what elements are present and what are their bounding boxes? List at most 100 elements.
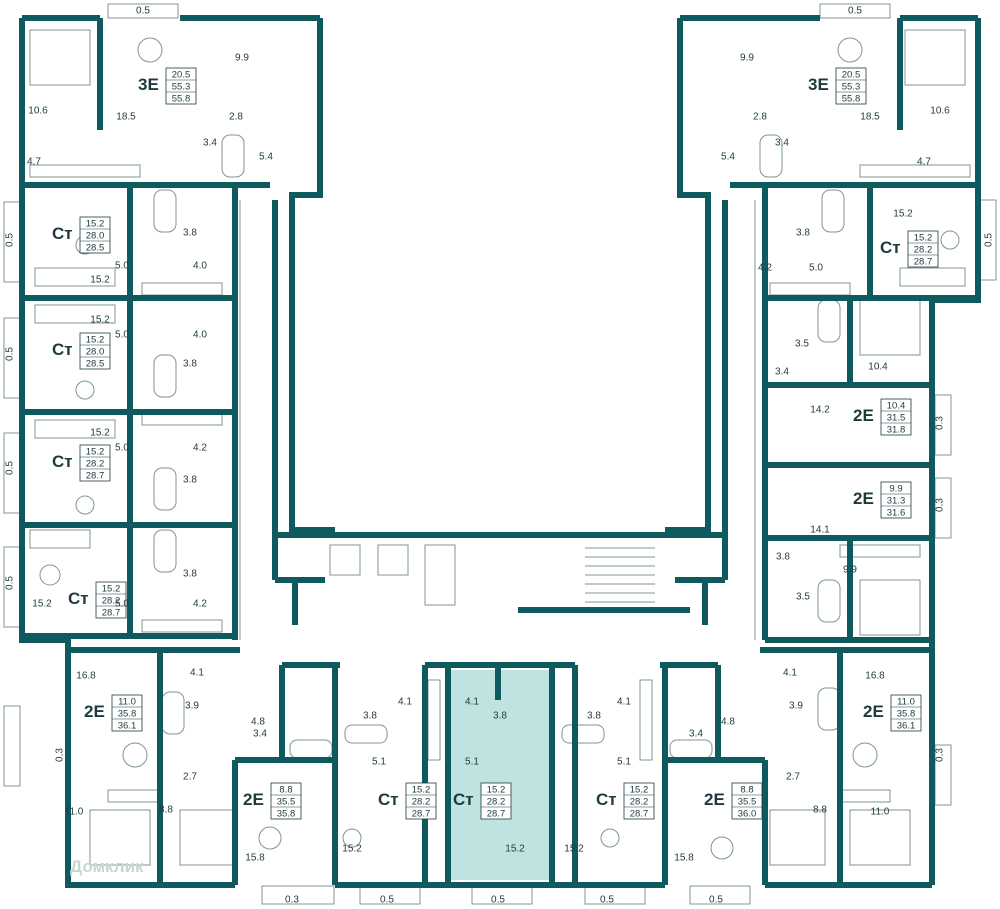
apartment-area-box: [890, 694, 922, 732]
room-area-label: 4.7: [917, 157, 931, 168]
living-area: 15.2: [86, 335, 105, 346]
room-area-label: 18.5: [860, 112, 880, 123]
room-area-label: 3.8: [363, 711, 377, 722]
room-area-label: 15.2: [90, 275, 110, 286]
room-area-label: 5.4: [721, 152, 735, 163]
walls: [19, 15, 981, 888]
room-area-label: 15.8: [674, 853, 694, 864]
room-area-label: 15.2: [90, 428, 110, 439]
total-area: 35.8: [897, 709, 916, 720]
room-area-label: 3.8: [183, 228, 197, 239]
room-area-label: 15.2: [893, 209, 913, 220]
room-area-label: 2.8: [229, 112, 243, 123]
room-area-label: 4.1: [465, 697, 479, 708]
total-area-with-balcony: 31.6: [887, 508, 906, 519]
room-area-label: 0.5: [5, 233, 16, 247]
apartment-area-box: [79, 216, 111, 254]
room-area-label: 11.0: [871, 807, 890, 818]
room-area-label: 15.2: [342, 844, 362, 855]
room-area-label: 3.4: [689, 729, 703, 740]
apartment-area-box: [111, 694, 143, 732]
total-area: 28.2: [487, 797, 506, 808]
room-area-label: 0.3: [935, 416, 946, 430]
apartment-area-box: [405, 782, 437, 820]
room-area-label: 4.1: [190, 668, 204, 679]
apartment-area-box: [79, 332, 111, 370]
total-area: 35.5: [738, 797, 757, 808]
total-area-with-balcony: 36.1: [118, 721, 137, 732]
living-area: 11.0: [897, 697, 915, 708]
room-area-label: 0.3: [935, 498, 946, 512]
total-area: 31.5: [887, 413, 906, 424]
living-area: 15.2: [630, 785, 649, 796]
total-area-with-balcony: 28.7: [630, 809, 649, 820]
total-area-with-balcony: 36.1: [897, 721, 916, 732]
room-area-label: 4.8: [721, 717, 735, 728]
apartment-type-code: 2Е: [243, 790, 264, 809]
room-area-label: 5.0: [115, 261, 129, 272]
room-area-label: 5.1: [617, 757, 631, 768]
total-area: 28.0: [86, 347, 105, 358]
room-area-label: 4.8: [251, 717, 265, 728]
total-area-with-balcony: 55.8: [172, 94, 191, 105]
total-area-with-balcony: 35.8: [277, 809, 296, 820]
room-area-label: 0.5: [5, 347, 16, 361]
room-area-label: 3.5: [795, 339, 809, 350]
apartment-type-code: 3Е: [138, 75, 159, 94]
room-area-label: 0.5: [984, 233, 995, 247]
room-area-label: 0.5: [136, 6, 150, 17]
room-area-label: 4.1: [617, 697, 631, 708]
living-area: 15.2: [102, 584, 121, 595]
total-area: 28.2: [630, 797, 649, 808]
room-area-label: 16.8: [865, 671, 885, 682]
apartment-type-code: Ст: [52, 224, 73, 243]
apartment-type-code: Ст: [52, 340, 73, 359]
apartment-area-box: [480, 782, 512, 820]
room-area-label: 15.8: [245, 853, 265, 864]
room-area-label: 0.3: [55, 748, 66, 762]
room-area-label: 0.5: [5, 576, 16, 590]
room-area-label: 9.9: [740, 53, 754, 64]
total-area: 35.5: [277, 797, 296, 808]
room-area-label: 4.0: [193, 330, 207, 341]
room-area-label: 15.2: [564, 844, 584, 855]
apartment-area-box: [907, 230, 939, 268]
room-area-label: 14.1: [810, 525, 830, 536]
total-area-with-balcony: 28.7: [487, 809, 506, 820]
living-area: 15.2: [86, 447, 105, 458]
living-area: 15.2: [914, 233, 933, 244]
room-area-label: 10.4: [868, 362, 888, 373]
room-area-label: 4.1: [398, 697, 412, 708]
total-area: 28.0: [86, 231, 105, 242]
room-area-label: 5.1: [465, 757, 479, 768]
room-area-label: 8.8: [813, 805, 827, 816]
apartment-area-box: [623, 782, 655, 820]
room-area-label: 5.0: [115, 599, 129, 610]
apartment-type-code: Ст: [68, 589, 89, 608]
apartment-area-box: [79, 444, 111, 482]
apartment-type-code: 2Е: [704, 790, 725, 809]
apartment-area-box: [880, 481, 912, 519]
selected-apartment-highlight: [448, 670, 550, 880]
room-area-label: 15.2: [90, 315, 110, 326]
total-area: 31.3: [887, 496, 906, 507]
living-area: 15.2: [86, 219, 105, 230]
